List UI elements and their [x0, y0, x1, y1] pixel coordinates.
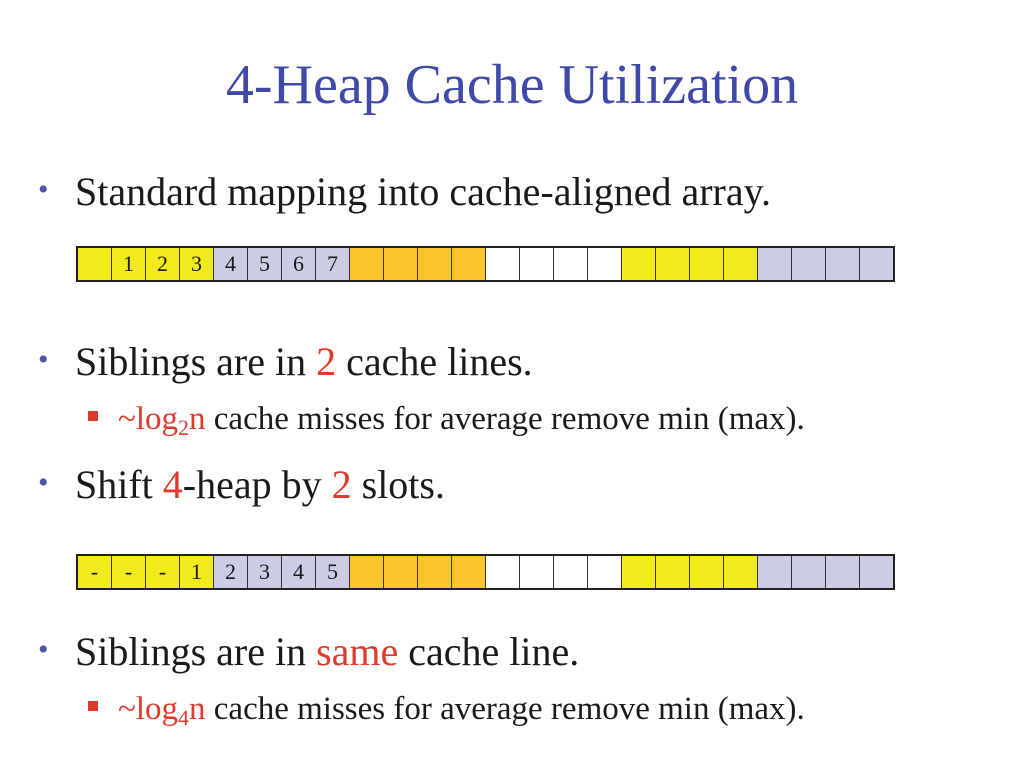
log-expression: ~log2n	[118, 401, 206, 440]
array-cell	[384, 248, 418, 280]
bullet-text: Standard mapping into cache-aligned arra…	[75, 169, 772, 214]
array-cell: -	[112, 556, 146, 588]
bullet-text: Siblings are in	[75, 339, 317, 384]
bullet-shift-heap: • Shift 4-heap by 2 slots.	[38, 459, 445, 509]
sub-bullet-log2: ~log2n cache misses for average remove m…	[88, 398, 805, 440]
array-cell	[724, 556, 758, 588]
bullet-dot-icon: •	[38, 466, 49, 499]
bullet-dot-icon: •	[38, 173, 49, 206]
array-cell	[622, 248, 656, 280]
array-cell	[656, 248, 690, 280]
array-cell	[350, 556, 384, 588]
bullet-siblings-same-line: • Siblings are in same cache line.	[38, 626, 579, 676]
array-cell: 2	[214, 556, 248, 588]
sub-bullet-log4: ~log4n cache misses for average remove m…	[88, 688, 805, 730]
bullet-dot-icon: •	[38, 633, 49, 666]
sub-bullet-text: cache misses for average remove min (max…	[205, 401, 805, 437]
array-cell	[418, 556, 452, 588]
array-cell	[826, 248, 860, 280]
bullet-siblings-two-lines: • Siblings are in 2 cache lines.	[38, 336, 533, 386]
bullet-standard-mapping: • Standard mapping into cache-aligned arr…	[38, 166, 771, 216]
array-cell: 1	[112, 248, 146, 280]
array-cell: 3	[180, 248, 214, 280]
array-cell: 5	[248, 248, 282, 280]
array-cell	[758, 556, 792, 588]
array-cell: 4	[214, 248, 248, 280]
array-cell: -	[146, 556, 180, 588]
array-cell	[452, 248, 486, 280]
array-cell	[486, 556, 520, 588]
log-expression: ~log4n	[118, 691, 206, 730]
array-cell	[622, 556, 656, 588]
array-cell: 4	[282, 556, 316, 588]
array-cell	[826, 556, 860, 588]
array-cell: 6	[282, 248, 316, 280]
slide-title: 4-Heap Cache Utilization	[225, 54, 799, 116]
array-cell: -	[78, 556, 112, 588]
highlight-number: 4	[162, 462, 183, 507]
array-cell: 1	[180, 556, 214, 588]
square-bullet-icon	[88, 701, 98, 711]
array-cell	[554, 556, 588, 588]
array-cell	[588, 556, 622, 588]
array-cell	[418, 248, 452, 280]
array-cell	[520, 556, 554, 588]
array-cell	[656, 556, 690, 588]
array-cell	[860, 556, 895, 588]
highlight-number: 2	[316, 339, 337, 384]
bullet-dot-icon: •	[38, 343, 49, 376]
bullet-text: cache line.	[398, 629, 580, 674]
array-cell	[792, 556, 826, 588]
array-cell: 3	[248, 556, 282, 588]
array-cell	[690, 556, 724, 588]
array-cell	[384, 556, 418, 588]
array-cell	[520, 248, 554, 280]
bullet-text: -heap by	[182, 462, 332, 507]
array-cell	[452, 556, 486, 588]
array-cell: 5	[316, 556, 350, 588]
array-cell	[486, 248, 520, 280]
bullet-text: Siblings are in	[75, 629, 317, 674]
highlight-number: 2	[331, 462, 352, 507]
array-cell	[860, 248, 895, 280]
array-cell	[554, 248, 588, 280]
array-cell	[350, 248, 384, 280]
highlight-word: same	[316, 629, 399, 674]
bullet-text: Shift	[75, 462, 163, 507]
array-cell	[758, 248, 792, 280]
array-cell	[588, 248, 622, 280]
array-cell	[792, 248, 826, 280]
array-cell	[724, 248, 758, 280]
sub-bullet-text: cache misses for average remove min (max…	[205, 691, 805, 727]
array-cell: 7	[316, 248, 350, 280]
array-cell	[690, 248, 724, 280]
square-bullet-icon	[88, 411, 98, 421]
bullet-text: slots.	[351, 462, 445, 507]
array-cell	[78, 248, 112, 280]
array-cell: 2	[146, 248, 180, 280]
bullet-text: cache lines.	[336, 339, 533, 384]
